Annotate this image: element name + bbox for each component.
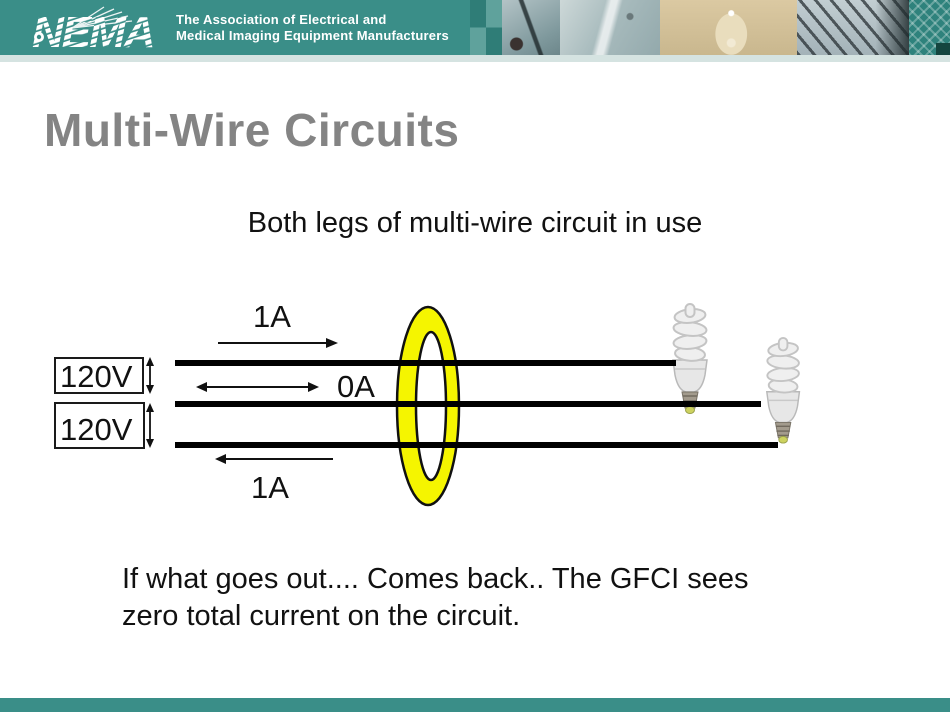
voltage-span-arrow-top — [146, 357, 154, 394]
header-accent-strip — [0, 55, 950, 62]
current-arrow-bottom — [215, 454, 333, 464]
collage-corner-block — [936, 43, 950, 55]
cfl-bulb-2 — [765, 337, 801, 444]
page-title: Multi-Wire Circuits — [44, 104, 460, 156]
current-arrow-middle — [196, 382, 319, 392]
association-tagline: The Association of Electrical and Medica… — [176, 12, 449, 44]
circuit-wires — [175, 360, 778, 448]
multiwire-circuit-diagram: 120V 120V — [54, 299, 801, 507]
voltage-box-top — [54, 357, 144, 394]
subtitle: Both legs of multi-wire circuit in use — [247, 207, 703, 239]
caption: If what goes out.... Comes back.. The GF… — [122, 561, 748, 635]
bulb-contact-tip — [685, 406, 695, 414]
voltage-label-bottom: 120V — [60, 412, 133, 447]
collage-imaging-room-photo — [502, 0, 560, 55]
bulb-spiral — [766, 337, 800, 394]
voltage-span-arrow-bottom — [146, 403, 154, 448]
bulb-spiral — [672, 303, 708, 362]
current-label-middle: 0A — [337, 369, 375, 404]
voltage-box-bottom — [54, 402, 145, 449]
association-line2: Medical Imaging Equipment Manufacturers — [176, 28, 449, 43]
bulb-base-cup — [765, 391, 801, 424]
header-bar: NEMA The Association of Electrical and M… — [0, 0, 950, 57]
collage-light-bulb-photo — [660, 0, 797, 55]
current-arrow-top — [218, 338, 338, 348]
caption-line1: If what goes out.... Comes back.. The GF… — [122, 563, 749, 595]
voltage-label-top: 120V — [60, 359, 133, 394]
footer-bar — [0, 698, 950, 712]
logo-fan-lines — [71, 6, 133, 29]
logo-dot-inner — [36, 34, 42, 40]
collage-equipment-photo — [797, 0, 909, 55]
current-label-top: 1A — [253, 299, 291, 334]
collage-xray-arm-photo — [560, 0, 660, 55]
bulb-base-cup — [672, 359, 708, 393]
caption-line2: zero total current on the circuit. — [122, 600, 521, 632]
logo-text: NEMA — [32, 8, 154, 54]
nema-logo: NEMA — [26, 4, 176, 57]
cfl-bulb-1 — [672, 303, 708, 414]
bulb-contact-tip — [778, 435, 788, 444]
header-photo-collage — [470, 0, 950, 55]
collage-teal-mosaic — [470, 0, 502, 55]
current-label-bottom: 1A — [251, 470, 289, 505]
association-line1: The Association of Electrical and — [176, 12, 387, 27]
collage-circuit-pattern — [909, 0, 950, 55]
